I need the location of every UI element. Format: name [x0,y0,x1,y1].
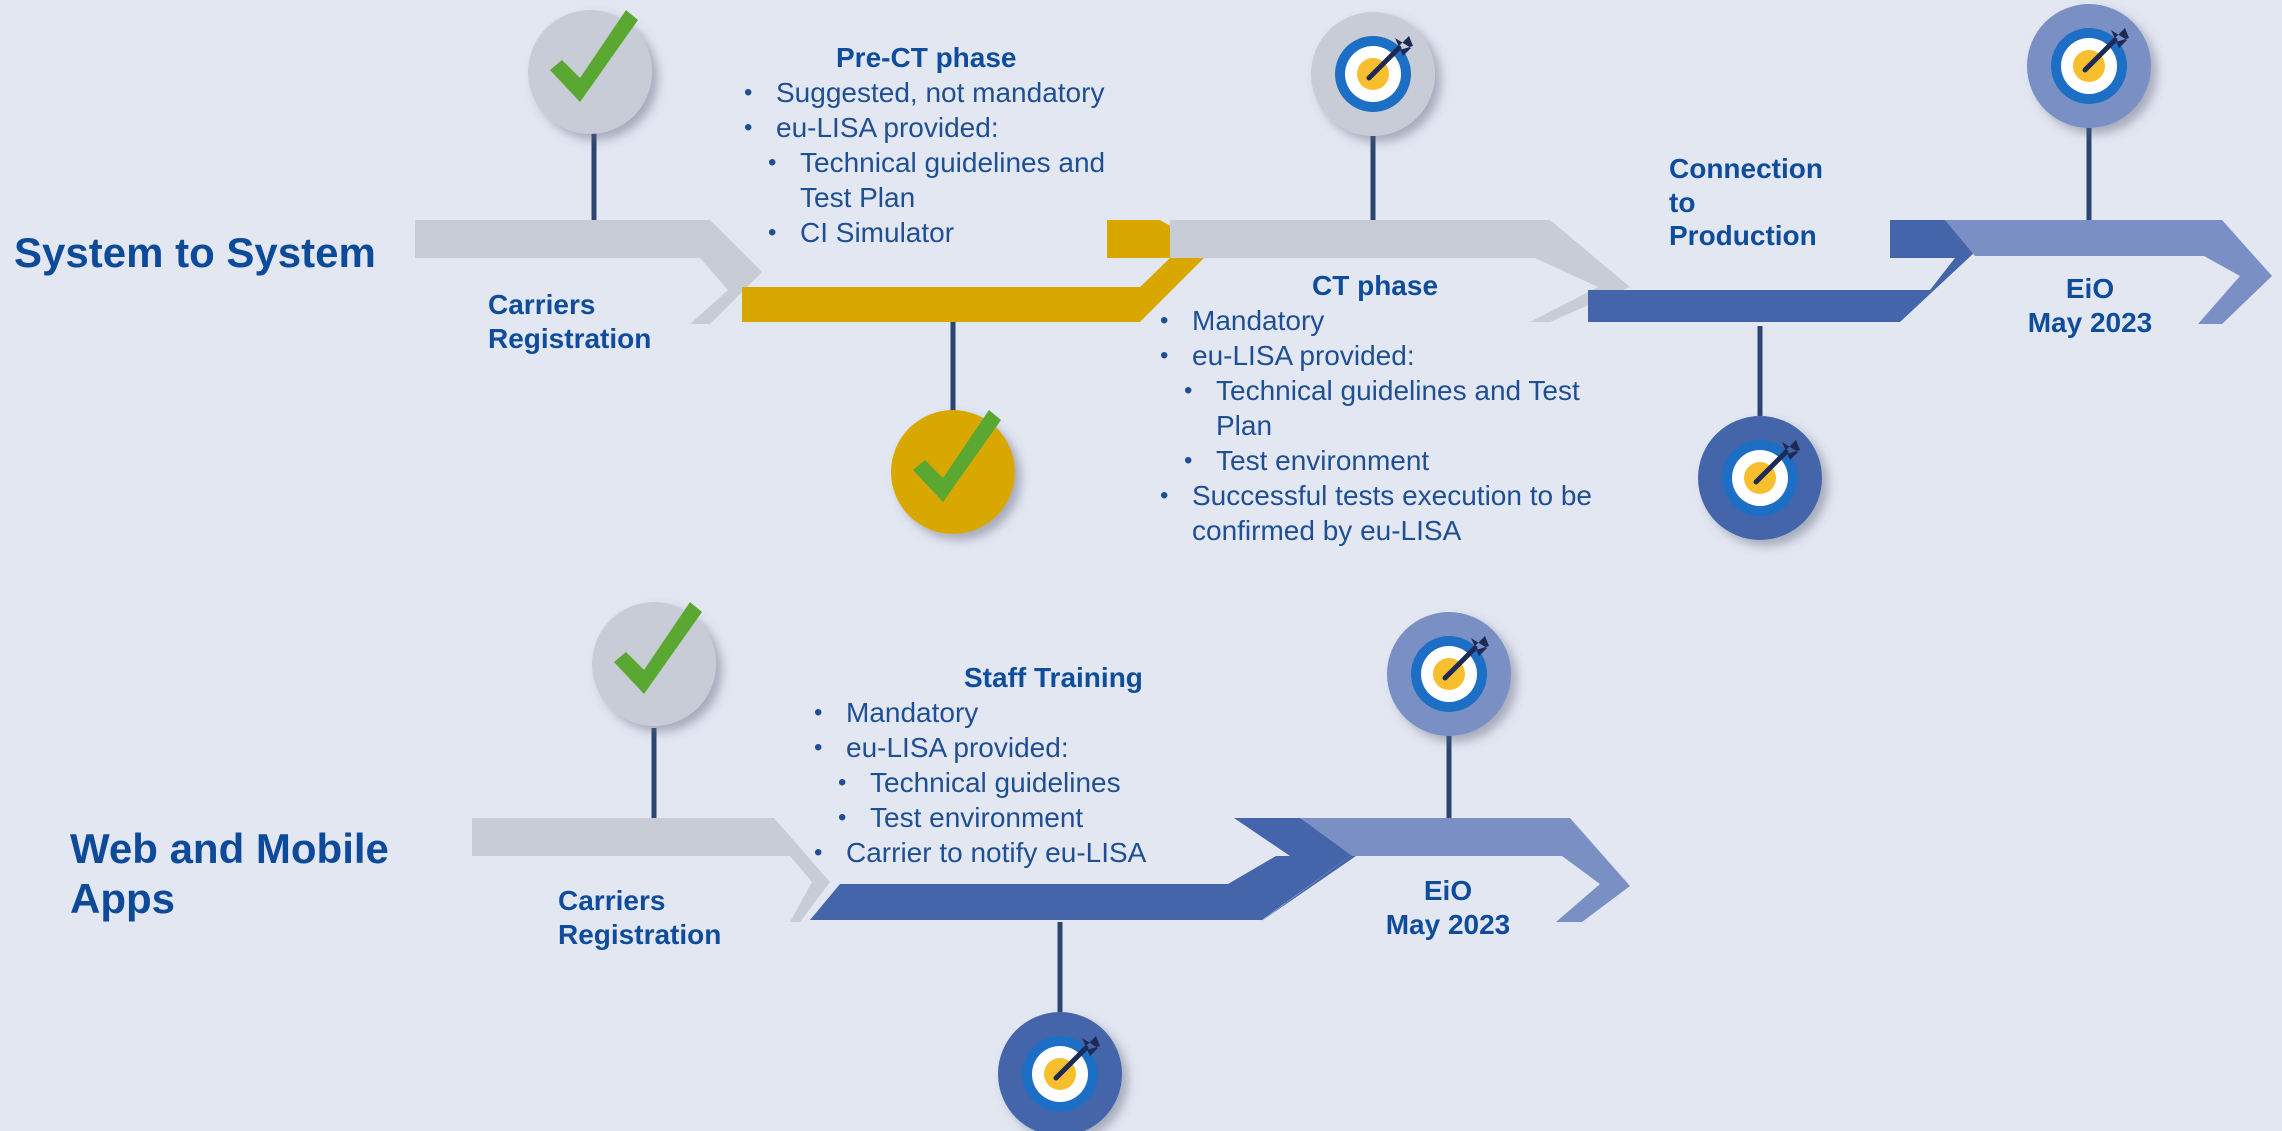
step-label-connection-to-production: Connection to Production [1669,152,1823,253]
milestone-target-icon [1698,416,1822,540]
step-arrow-eio [1945,220,2272,324]
bullet-item: eu-LISA provided: [810,730,1230,765]
bullet-item: eu-LISA provided: [1156,338,1626,373]
milestone-target-icon [1387,612,1511,736]
step-arrow-staff-training [810,818,1356,922]
step-arrow-carriers-registration [415,220,762,324]
bullet-subitem: Test environment [810,800,1230,835]
step-arrow-connection [1588,220,1975,322]
step-label-line: May 2023 [2027,306,2153,338]
milestone-target-icon [2027,4,2151,128]
milestone-completed-icon [891,410,1015,534]
bullet-subitem: CI Simulator [740,215,1160,250]
milestone-completed-icon [592,602,716,726]
step-label-eio-web: EiO May 2023 [1368,874,1528,941]
step-label-line: Connection [1669,153,1823,184]
step-arrow-staff-training-body [810,856,1350,920]
bullet-item: Mandatory [810,695,1230,730]
step-label-line: EiO [1423,875,1473,906]
milestone-completed-icon [528,10,652,134]
bullet-item: Mandatory [1156,303,1626,338]
step-label-line: Registration [558,918,722,950]
phase-title-staff-training: Staff Training [964,662,1143,693]
step-label-line: Carriers [558,885,666,916]
bullet-item: Suggested, not mandatory [740,75,1160,110]
milestone-target-icon [998,1012,1122,1131]
lane-title-line: Web and Mobile [70,825,389,872]
step-label-carriers-registration: Carriers Registration [488,288,651,355]
lane-title-line: Apps [70,875,175,923]
ct-phase-description: CT phase Mandatory eu-LISA provided: Tec… [1156,268,1626,548]
pre-ct-phase-description: Pre-CT phase Suggested, not mandatory eu… [740,40,1160,250]
step-arrow-carriers-registration-web [472,818,830,922]
phase-title-pre-ct: Pre-CT phase [836,42,1017,73]
lane-title-web-and-mobile-apps: Web and Mobile Apps [70,824,389,925]
bullet-subitem: Technical guidelines and Test Plan [1156,373,1626,443]
lane-title-system-to-system: System to System [14,229,376,276]
step-label-carriers-registration-web: Carriers Registration [558,884,721,951]
staff-training-description: Staff Training Mandatory eu-LISA provide… [810,660,1230,870]
step-label-line: EiO [2065,273,2115,304]
milestone-target-icon [1311,12,1435,136]
step-label-eio: EiO May 2023 [2010,272,2170,339]
bullet-subitem: Technical guidelines and Test Plan [740,145,1160,215]
bullet-subitem: Test environment [1156,443,1626,478]
phase-title-ct: CT phase [1312,270,1439,301]
step-arrow-ct [1170,220,1630,322]
step-label-line: to [1669,186,1696,218]
step-arrow-eio-web [1300,818,1630,922]
bullet-subitem: Technical guidelines [810,765,1230,800]
bullet-item: Successful tests execution to be confirm… [1156,478,1626,548]
step-label-line: Registration [488,322,652,354]
step-arrow-pre-ct [742,220,1212,322]
step-label-line: May 2023 [1385,908,1511,940]
bullet-item: Carrier to notify eu-LISA [810,835,1230,870]
step-label-line: Carriers [488,289,596,320]
bullet-item: eu-LISA provided: [740,110,1160,145]
step-label-line: Production [1669,220,1817,252]
